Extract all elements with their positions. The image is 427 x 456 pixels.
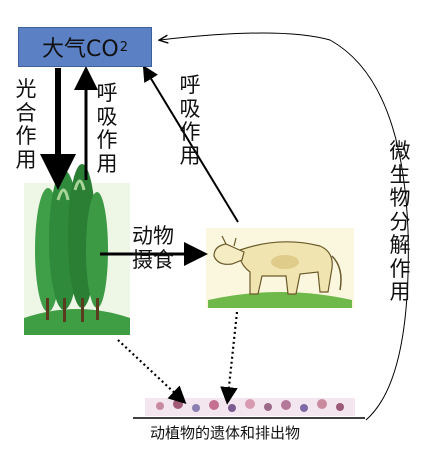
animal-remains-arrow — [220, 311, 239, 405]
photosynthesis-label: 光合作用 — [15, 77, 37, 172]
plant-respiration-label: 呼吸作用 — [96, 81, 118, 176]
feeding-label: 动物摄食 — [132, 224, 174, 273]
remains-label: 动植物的遗体和排出物 — [150, 424, 301, 442]
animal-respiration-label: 呼吸作用 — [179, 73, 201, 168]
animal-respiration-arrow — [142, 65, 239, 223]
co2-label: 大气CO — [42, 37, 119, 62]
organic-matter-image — [133, 398, 365, 419]
plant-remains-arrow — [117, 339, 187, 405]
decomposition-arrow — [160, 32, 409, 421]
cow-image — [206, 228, 354, 308]
co2-subscript: 2 — [119, 39, 128, 55]
decomposition-label: 微生物分解作用 — [389, 139, 411, 305]
trees-image — [24, 164, 130, 335]
